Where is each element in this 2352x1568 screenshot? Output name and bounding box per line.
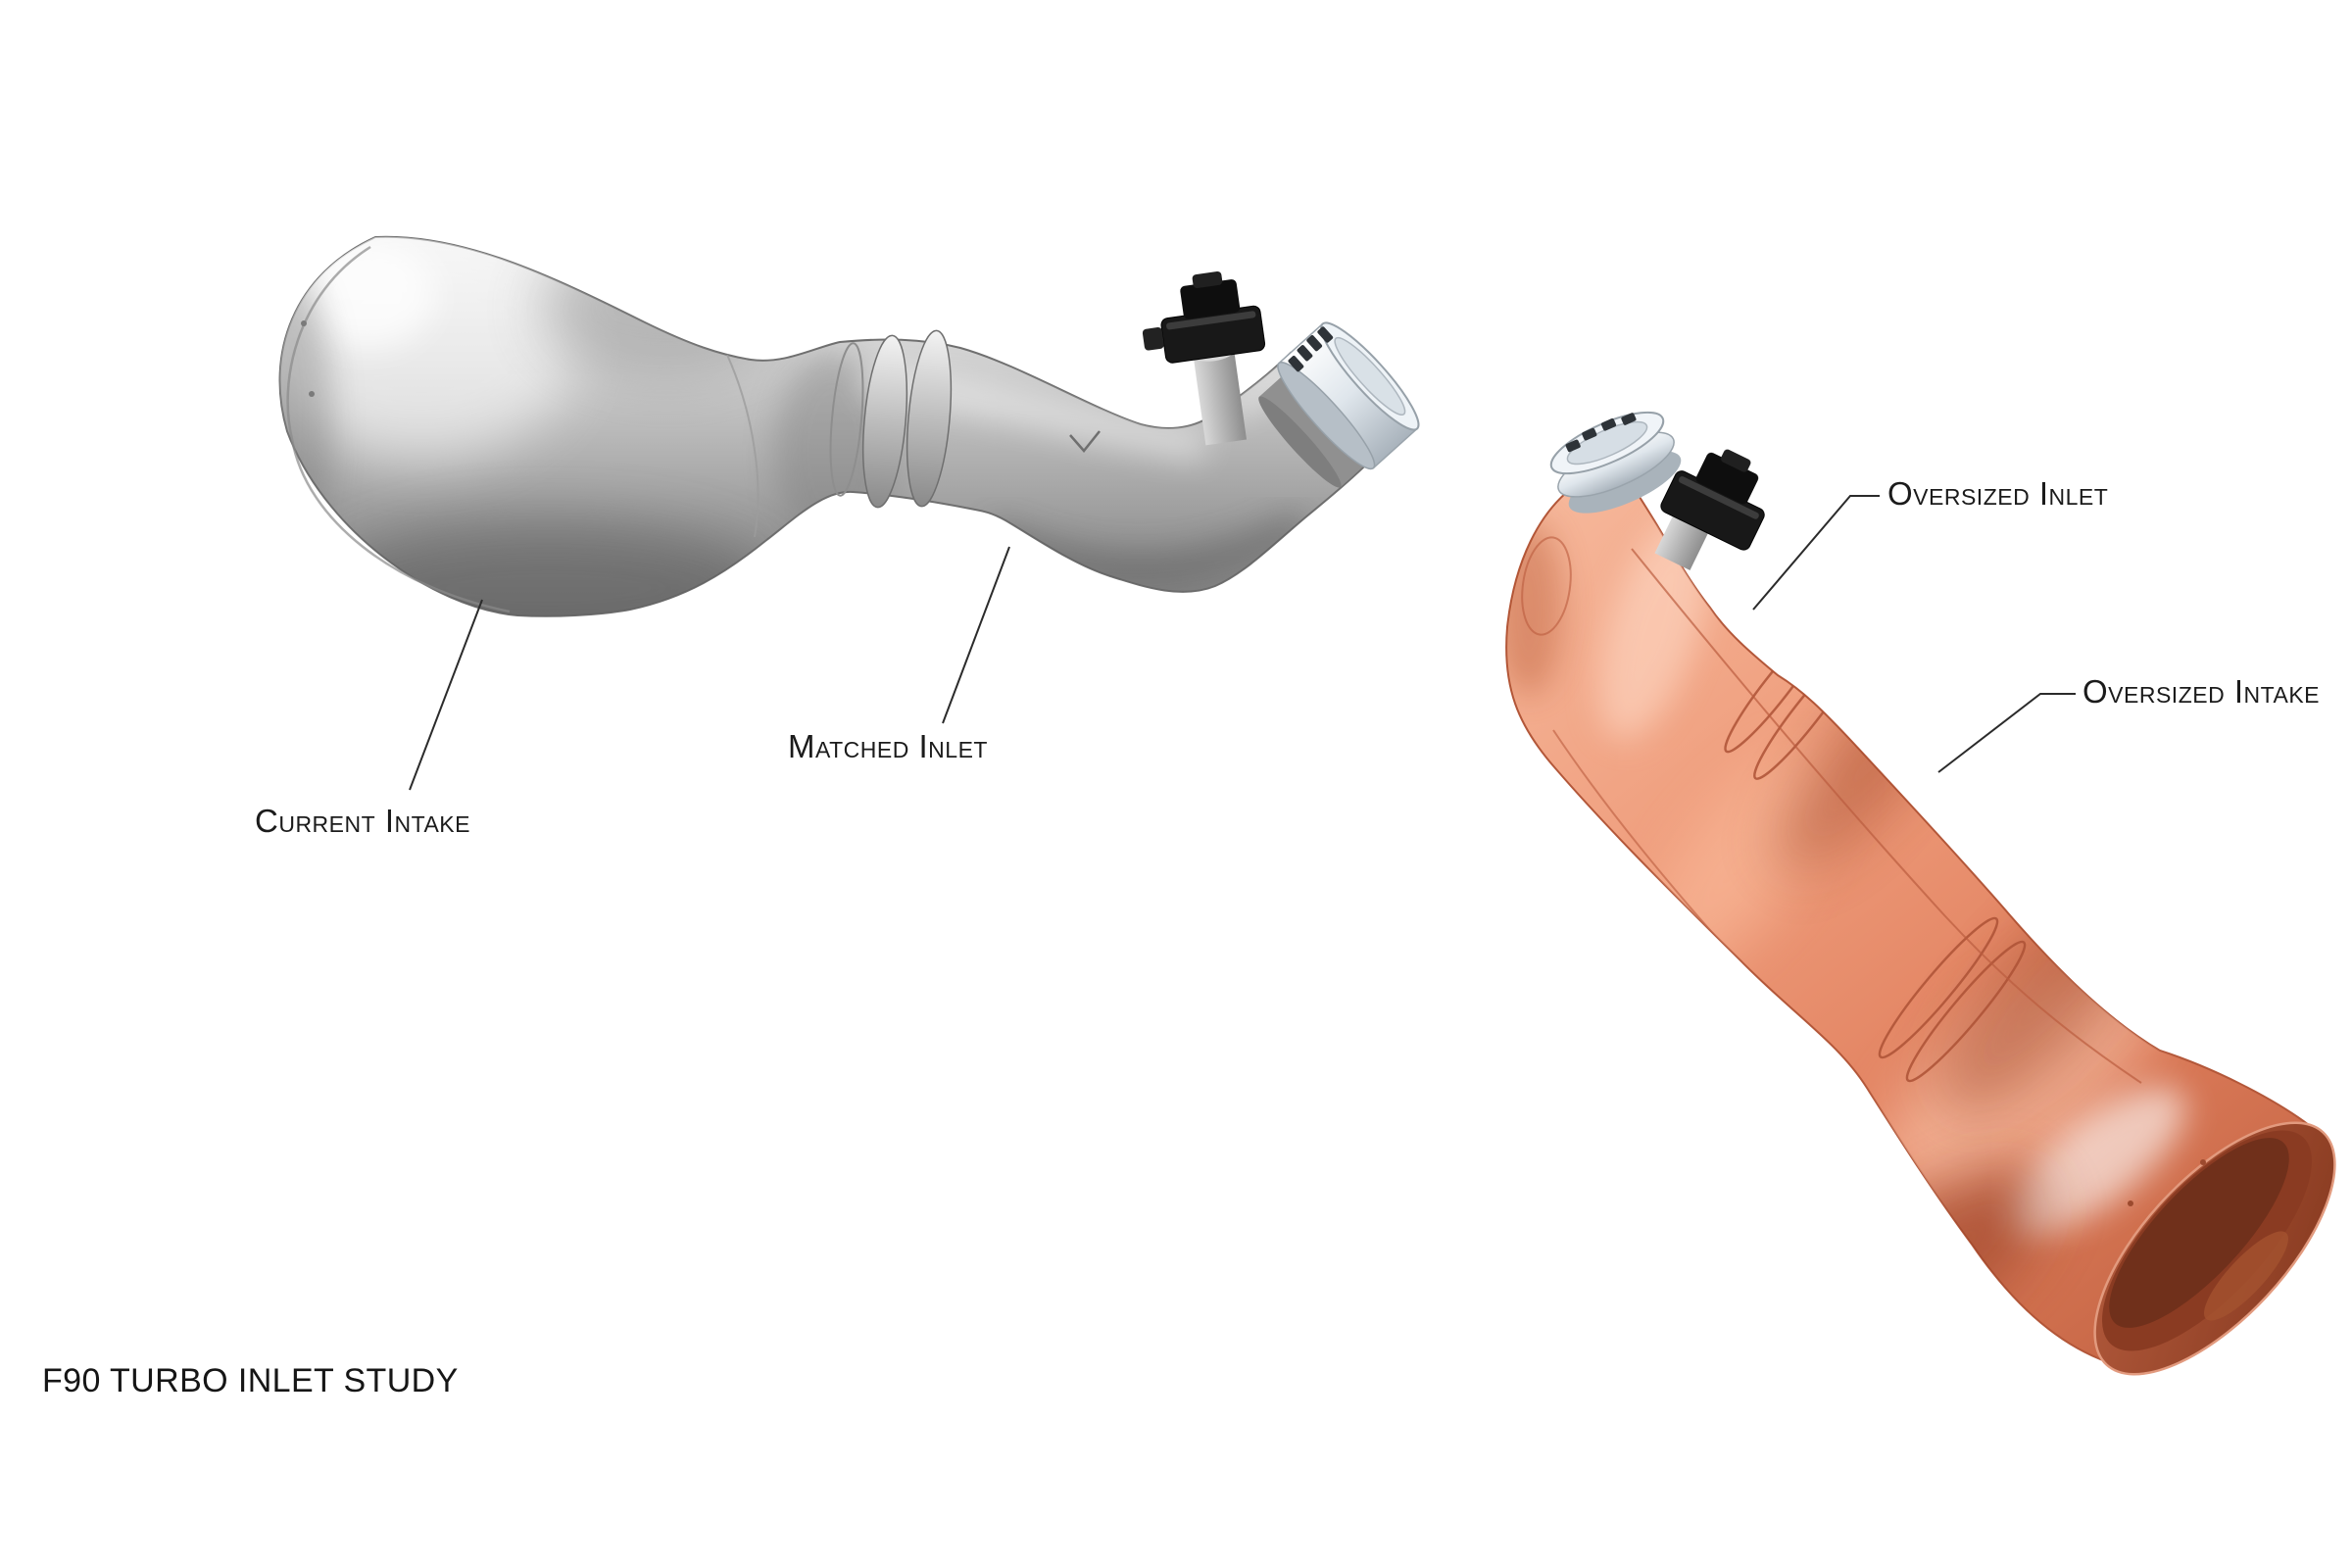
current-intake-clamp-ring xyxy=(829,329,953,509)
oversized-intake-vent-dot xyxy=(2200,1159,2206,1165)
current-intake-sensor xyxy=(1142,270,1266,446)
clamp-slots xyxy=(1565,413,1637,453)
oversized-intake-coupler-clamp xyxy=(1549,411,1682,514)
oversized-intake-part xyxy=(1505,411,2336,1376)
drawing-title: F90 TURBO INLET STUDY xyxy=(42,1362,459,1399)
current-intake-bell-rim-edge xyxy=(286,245,511,613)
callout-oversized-intake: Oversized Intake xyxy=(2082,673,2321,710)
current-intake-vent-dot xyxy=(309,391,315,397)
oversized-intake-elbow-seam xyxy=(1521,536,1572,636)
callout-matched-inlet: Matched Inlet xyxy=(788,728,988,764)
current-intake-neck-seam xyxy=(726,354,760,538)
sensor-cap xyxy=(1180,279,1241,319)
current-intake-part xyxy=(278,235,1420,617)
leader-line-matched-inlet xyxy=(942,546,1010,724)
sensor-cap xyxy=(1695,452,1759,505)
callout-oversized-inlet: Oversized Inlet xyxy=(1887,475,2109,512)
current-intake-coupler-clamp xyxy=(1258,321,1420,488)
leader-line-oversized-inlet xyxy=(1752,495,1880,611)
current-intake-shading xyxy=(279,236,1324,616)
current-intake-v-mark xyxy=(1069,430,1101,453)
oversized-intake-sensor xyxy=(1654,449,1765,570)
oversized-intake-bell-mouth xyxy=(2093,1121,2336,1376)
callout-current-intake: Current Intake xyxy=(255,803,470,839)
oversized-intake-vent-dot xyxy=(2128,1200,2133,1206)
clamp-slots xyxy=(1288,326,1334,372)
oversized-intake-parting-line xyxy=(1631,548,2142,1084)
current-intake-vent-dot xyxy=(301,320,307,326)
leader-line-current-intake xyxy=(409,599,483,791)
leader-line-oversized-intake xyxy=(1937,693,2076,773)
